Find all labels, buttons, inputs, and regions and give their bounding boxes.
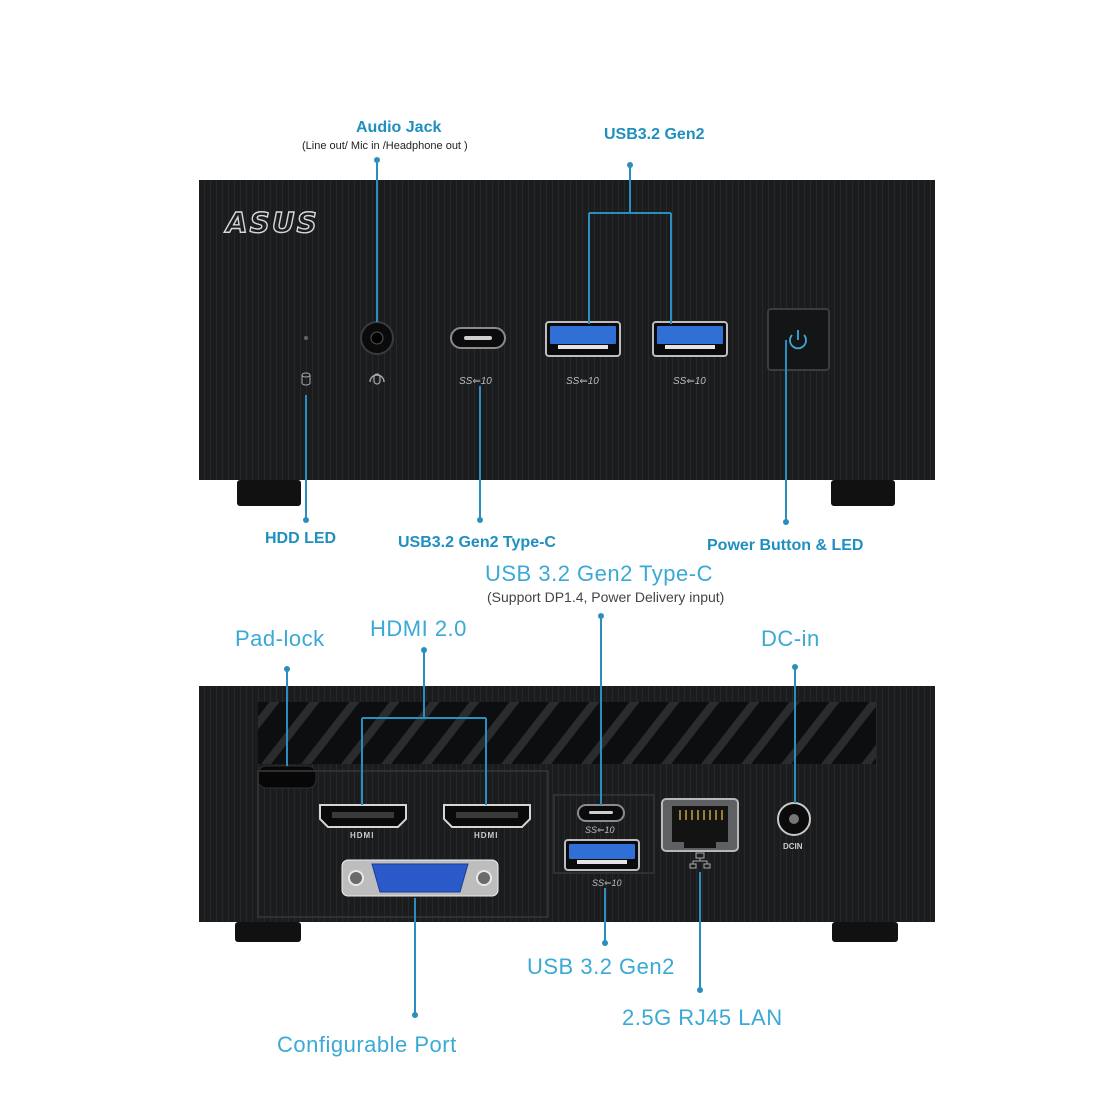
hdmi-port-2	[443, 804, 531, 828]
rj45-port	[661, 798, 739, 852]
rear-unit: HDMI HDMI SS⇐10 SS⇐10	[199, 686, 935, 942]
front-usb-gen2-label: USB3.2 Gen2	[604, 126, 705, 143]
usb-c-ss10-mark: SS⇐10	[459, 376, 492, 387]
headset-mic-icon	[369, 373, 385, 385]
hdd-led-dot	[304, 336, 308, 340]
rear-usb-c-port	[577, 804, 625, 822]
front-usb-a-port-2	[652, 321, 728, 357]
dc-in-port	[777, 802, 811, 836]
rear-usb-a-port	[564, 839, 640, 871]
hdmi-label: HDMI 2.0	[370, 616, 467, 641]
padlock-label: Pad-lock	[235, 626, 325, 651]
callout-lines	[284, 157, 798, 1018]
usb-a2-ss10-mark: SS⇐10	[673, 376, 706, 387]
rear-foot-right	[832, 922, 898, 942]
lan-label: 2.5G RJ45 LAN	[622, 1005, 783, 1030]
dc-in-label: DC-in	[761, 626, 820, 651]
hdmi-port-1	[319, 804, 407, 828]
front-usb-typec-label: USB3.2 Gen2 Type-C	[398, 534, 556, 551]
power-button-label: Power Button & LED	[707, 537, 864, 554]
front-foot-left	[237, 480, 301, 506]
front-unit: ASUS SS⇐10 SS⇐10 SS⇐10	[199, 180, 935, 506]
configurable-port-label: Configurable Port	[277, 1032, 457, 1057]
rear-usb-a-mark: SS⇐10	[592, 878, 622, 888]
audio-jack-label: Audio Jack	[356, 119, 442, 136]
rear-usb-typec-label: USB 3.2 Gen2 Type-C	[485, 561, 713, 586]
front-usb-a-port-1	[545, 321, 621, 357]
rear-usb-c-mark: SS⇐10	[585, 825, 615, 835]
configurable-port	[341, 859, 499, 897]
hdd-icon	[301, 372, 311, 386]
front-usb-c-port	[450, 327, 506, 349]
rear-usb-gen2-label: USB 3.2 Gen2	[527, 954, 675, 979]
audio-jack-sublabel: (Line out/ Mic in /Headphone out )	[302, 140, 468, 152]
io-module-usb	[553, 794, 655, 874]
padlock-slot	[257, 765, 317, 789]
network-icon	[689, 852, 711, 869]
hdmi-2-mark: HDMI	[474, 831, 498, 840]
rear-vent	[258, 702, 876, 764]
rear-foot-left	[235, 922, 301, 942]
audio-jack-port	[360, 321, 394, 355]
power-icon	[789, 330, 807, 350]
io-module-left	[257, 770, 549, 918]
rear-usb-typec-sublabel: (Support DP1.4, Power Delivery input)	[487, 589, 725, 605]
dc-in-mark: DCIN	[783, 842, 803, 851]
asus-logo: ASUS	[224, 206, 319, 239]
front-foot-right	[831, 480, 895, 506]
hdd-led-label: HDD LED	[265, 530, 337, 547]
usb-a1-ss10-mark: SS⇐10	[566, 376, 599, 387]
hdmi-1-mark: HDMI	[350, 831, 374, 840]
